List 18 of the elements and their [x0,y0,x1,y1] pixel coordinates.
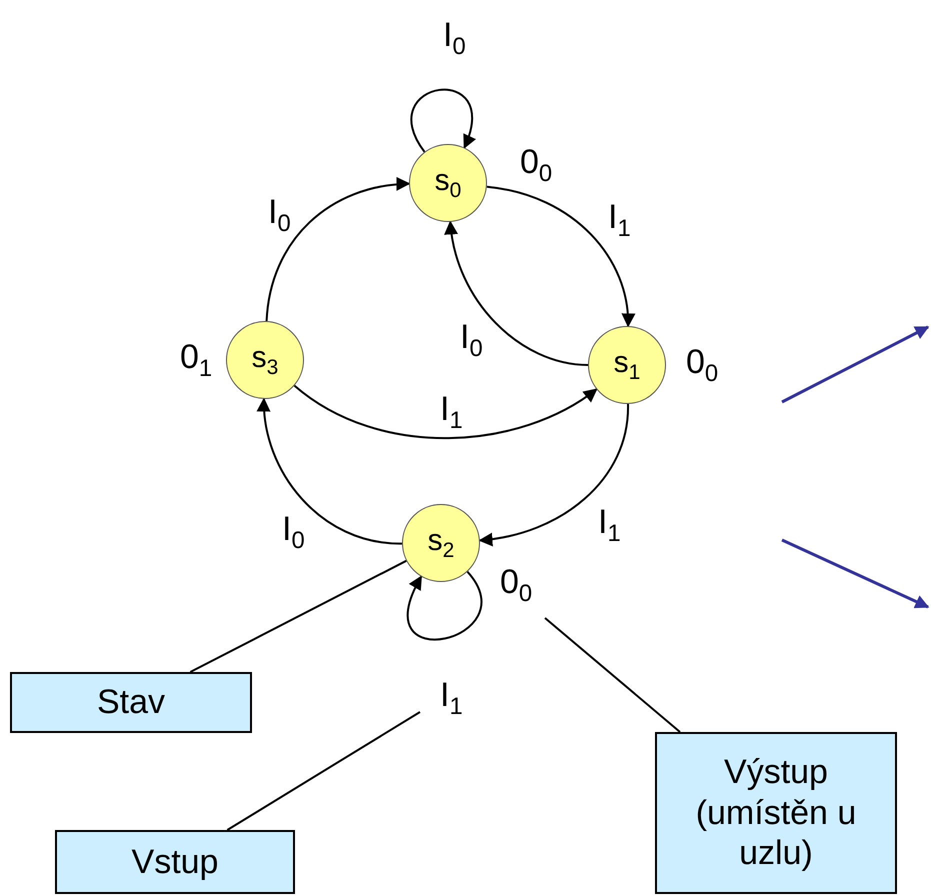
transition-arrow [266,178,410,322]
transition-arrow [478,404,629,546]
self-loop-arrow [410,88,476,152]
transition-arrow [257,398,402,545]
leader-line [544,617,681,733]
state-circle: s$_{1}$ [588,326,666,404]
transition-arrow [486,186,635,328]
state-circle: s$_{0}$ [409,144,487,222]
state-circle: s$_{2}$ [402,504,480,582]
transition-arrow [444,220,588,366]
leader-line [226,711,421,831]
transition-arrow [294,384,598,440]
callout-box: Stav [10,672,252,733]
callout-box: Výstup (umístěn u uzlu) [655,732,897,894]
self-loop-arrow [406,571,482,640]
callout-box: Vstup [55,830,295,894]
state-circle: s$_{3}$ [226,321,304,399]
leader-line [190,560,407,673]
